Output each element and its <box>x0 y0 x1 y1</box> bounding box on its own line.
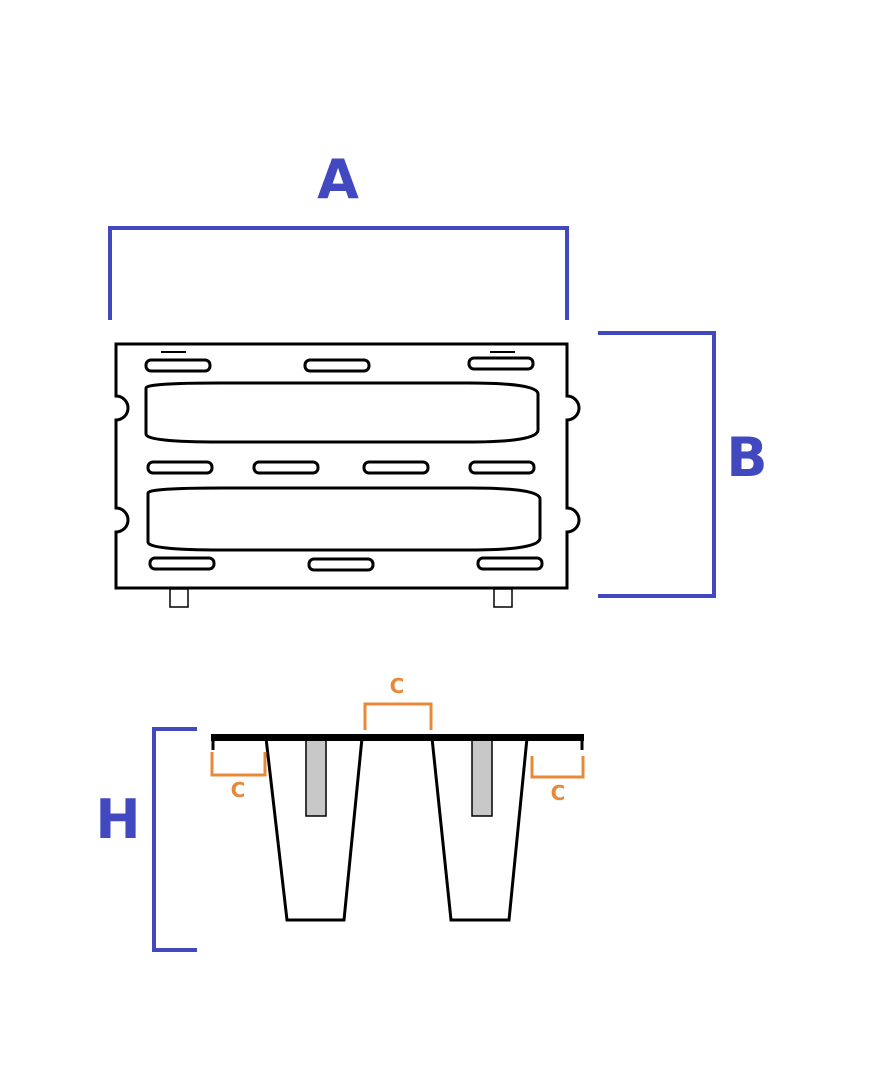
dimension-c: C C C <box>210 674 585 805</box>
bottom-tab <box>493 588 513 608</box>
dimension-h: H <box>95 727 197 952</box>
post-left <box>305 739 327 817</box>
small-slot <box>148 556 216 571</box>
dimension-b: B <box>598 331 768 598</box>
dimension-a-label: A <box>317 148 359 211</box>
c-label-left: C <box>231 778 246 802</box>
dimension-b-bracket <box>598 331 716 598</box>
small-slot <box>362 460 430 475</box>
small-slot <box>467 356 535 371</box>
post-right <box>471 739 493 817</box>
small-slot <box>468 460 536 475</box>
leg-right <box>430 737 529 922</box>
side-view <box>211 734 584 922</box>
channel-slot-upper <box>144 381 540 444</box>
dimension-h-bracket <box>152 727 197 952</box>
small-slot <box>144 358 212 373</box>
small-slot <box>303 358 371 373</box>
top-bar <box>211 734 584 741</box>
c-bracket-right <box>530 756 585 779</box>
dimension-a: A <box>108 148 569 320</box>
small-slot <box>307 557 375 572</box>
dimension-b-label: B <box>726 426 767 489</box>
bottom-tab <box>169 588 189 608</box>
top-view <box>114 342 581 608</box>
small-slot <box>146 460 214 475</box>
c-bracket-left <box>210 752 267 777</box>
leg-left <box>264 737 364 922</box>
channel-slot-lower <box>146 486 542 552</box>
c-label-top: C <box>390 674 405 698</box>
dimension-a-bracket <box>108 226 569 320</box>
c-bracket-top <box>363 702 433 730</box>
dimension-h-label: H <box>95 788 140 851</box>
c-label-right: C <box>551 781 566 805</box>
small-slot <box>476 556 544 571</box>
plate-outline <box>114 342 581 590</box>
small-slot <box>252 460 320 475</box>
